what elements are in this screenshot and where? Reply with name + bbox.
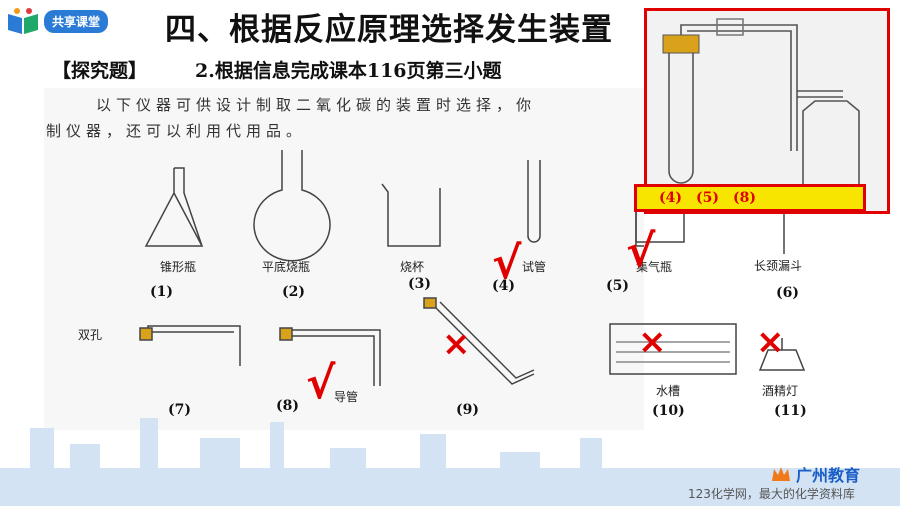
flat-flask-icon	[253, 150, 331, 262]
stopper-icon	[139, 327, 153, 341]
check-mark-4: √	[492, 238, 522, 289]
question-tag: 【探究题】	[52, 60, 148, 82]
tube-clamp-icon	[423, 297, 437, 309]
apparatus-number-11: (11)	[774, 403, 807, 419]
cross-mark-10: ×	[638, 322, 667, 362]
apparatus-label-7: 双孔	[78, 328, 103, 342]
apparatus-number-2: (2)	[282, 284, 305, 300]
apparatus-label-11: 酒精灯	[762, 384, 799, 398]
textbook-line-2: 制仪器，还可以利用代用品。	[46, 122, 307, 140]
app-logo: 共享课堂	[6, 6, 128, 36]
gas-bottle-2-icon	[635, 204, 685, 243]
page-title: 四、根据反应原理选择发生装置	[165, 12, 613, 48]
cross-mark-9: ×	[442, 324, 471, 364]
apparatus-number-4: (4)	[492, 278, 515, 294]
apparatus-number-3: (3)	[408, 276, 431, 292]
test-tube-icon	[527, 160, 541, 243]
right-apparatus-drawings	[609, 204, 806, 375]
answer-item-8: (8)	[733, 190, 756, 206]
cross-mark-11: ×	[756, 322, 785, 362]
answer-item-5: (5)	[696, 190, 719, 206]
crown-icon	[772, 467, 790, 481]
water-lines-icon	[616, 341, 730, 363]
apparatus-label-3: 烧杯	[400, 260, 425, 274]
question-text: 2.根据信息完成课本116页第三小题	[195, 60, 502, 82]
page-subtitle: 【探究题】 2.根据信息完成课本116页第三小题	[52, 56, 502, 83]
apparatus-label-6: 长颈漏斗	[754, 259, 803, 273]
apparatus-number-7: (7)	[168, 402, 191, 418]
book-logo-icon	[8, 8, 38, 34]
apparatus-label-5: 集气瓶	[636, 260, 673, 274]
footer-note: 123化学网，最大的化学资料库	[688, 487, 855, 501]
water-trough-icon	[609, 323, 737, 375]
apparatus-label-1: 锥形瓶	[160, 260, 197, 274]
conical-flask-icon	[144, 167, 204, 247]
apparatus-drawings	[139, 150, 644, 386]
alcohol-lamp-icon	[758, 338, 806, 371]
apparatus-number-8: (8)	[276, 398, 299, 414]
apparatus-number-6: (6)	[776, 285, 799, 301]
answer-highlight-bar: (4) (5) (8)	[634, 184, 866, 212]
apparatus-label-10: 水槽	[656, 384, 681, 398]
apparatus-number-10: (10)	[652, 403, 685, 419]
apparatus-label-4: 试管	[522, 260, 547, 274]
apparatus-label-8: 导管	[334, 390, 359, 404]
assembled-apparatus-icon	[662, 18, 860, 192]
assembled-apparatus-panel	[644, 8, 890, 214]
logo-badge: 共享课堂	[44, 9, 109, 33]
double-hole-tube-icon	[147, 325, 241, 366]
check-mark-8: √	[306, 358, 336, 409]
textbook-scan: 以下仪器可供设计制取二氧化碳的装置时选择，你 制仪器，还可以利用代用品。 锥形瓶	[44, 88, 672, 430]
brand: 广州教育	[770, 462, 860, 486]
textbook-line-1: 以下仪器可供设计制取二氧化碳的装置时选择，你	[96, 96, 537, 114]
bent-tube-icon	[435, 301, 535, 385]
apparatus-number-9: (9)	[456, 402, 479, 418]
stopper-2-icon	[279, 327, 293, 341]
check-mark-5: √	[626, 226, 656, 277]
apparatus-number-1: (1)	[150, 284, 173, 300]
delivery-tube-icon	[290, 329, 381, 386]
brand-text: 广州教育	[796, 466, 861, 485]
apparatus-number-5: (5)	[606, 278, 629, 294]
answer-item-4: (4)	[659, 190, 682, 206]
beaker-icon	[381, 183, 441, 247]
city-skyline-decoration	[0, 418, 900, 506]
apparatus-label-2: 平底烧瓶	[262, 260, 311, 274]
